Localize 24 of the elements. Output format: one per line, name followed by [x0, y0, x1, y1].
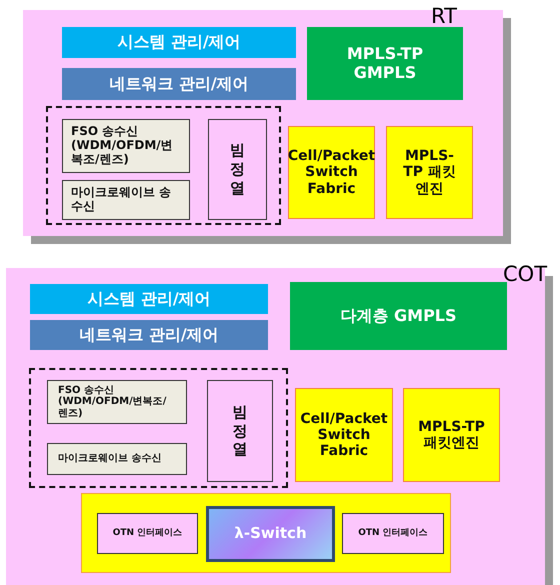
protocol-box: MPLS-TP GMPLS: [307, 27, 463, 100]
transceiver-box: 마이크로웨이브 송수신: [47, 443, 187, 475]
engine-box: MPLS-TP 패킷엔진: [403, 388, 500, 482]
dashed-group-box: [46, 106, 281, 225]
control-bar: 시스템 관리/제어: [30, 284, 268, 314]
panel-label: RT: [431, 6, 457, 27]
interface-box: OTN 인터페이스: [97, 513, 198, 554]
transceiver-box: FSO 송수신 (WDM/OFDM/변복조/렌즈): [47, 380, 187, 424]
transceiver-box: 마이크로웨이브 송수신: [62, 180, 190, 220]
alignment-box: 빔정열: [208, 119, 267, 220]
engine-box: MPLS-TP 패킷엔진: [386, 126, 473, 219]
switch-box: λ-Switch: [206, 506, 335, 562]
protocol-box: 다계층 GMPLS: [290, 282, 507, 350]
control-bar: 네트워크 관리/제어: [30, 320, 268, 350]
interface-box: OTN 인터페이스: [342, 513, 444, 554]
dashed-group-box: [29, 368, 288, 488]
alignment-box: 빔정열: [207, 380, 273, 482]
control-bar: 네트워크 관리/제어: [62, 68, 296, 100]
panel-label: COT: [503, 264, 548, 285]
switch-band: [81, 493, 451, 573]
transceiver-box: FSO 송수신 (WDM/OFDM/변복조/렌즈): [62, 119, 190, 173]
control-bar: 시스템 관리/제어: [62, 27, 296, 58]
engine-box: Cell/Packet Switch Fabric: [288, 126, 375, 219]
engine-box: Cell/Packet Switch Fabric: [295, 388, 393, 482]
